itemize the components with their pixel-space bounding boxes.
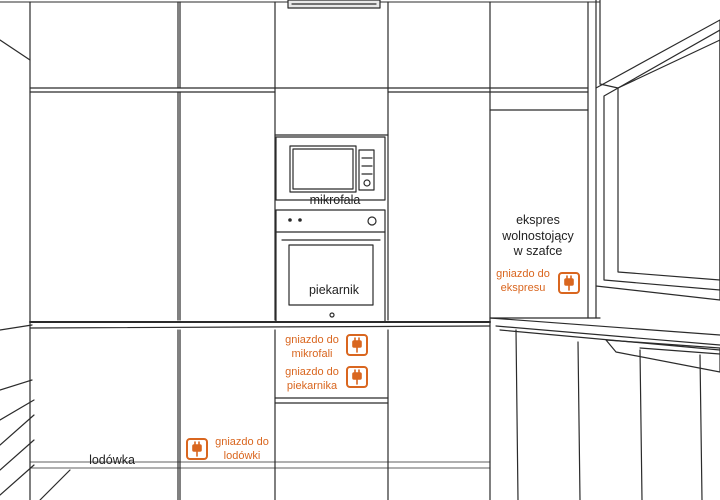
socket-mikrofala-line1: gniazdo do	[285, 334, 339, 346]
label-mikrofala: mikrofala	[309, 193, 361, 207]
power-plug-icon	[558, 272, 580, 294]
label-ekspres-line1: ekspres	[516, 213, 560, 227]
label-ekspres-line3: w szafce	[513, 244, 563, 259]
socket-label-ekspres: gniazdo do ekspresu	[490, 268, 556, 296]
socket-mikrofala-line2: mikrofali	[291, 347, 333, 360]
socket-lodowka-line1: gniazdo do	[215, 436, 269, 448]
label-ekspres-line2: wolnostojący	[502, 228, 574, 243]
power-plug-icon	[186, 438, 208, 460]
label-ekspres: ekspres wolnostojący w szafce	[494, 213, 582, 260]
socket-lodowka-line2: lodówki	[223, 449, 261, 462]
power-plug-icon	[346, 366, 368, 388]
label-lodowka: lodówka	[89, 453, 135, 467]
socket-ekspres-line1: gniazdo do	[496, 268, 550, 280]
label-piekarnik: piekarnik	[308, 283, 360, 297]
power-plug-icon	[346, 334, 368, 356]
socket-label-mikrofala: gniazdo do mikrofali	[282, 334, 342, 362]
socket-piekarnik-line1: gniazdo do	[285, 366, 339, 378]
socket-label-lodowka: gniazdo do lodówki	[212, 436, 272, 464]
socket-ekspres-line2: ekspresu	[500, 281, 546, 294]
socket-piekarnik-line2: piekarnika	[286, 379, 338, 392]
socket-label-piekarnik: gniazdo do piekarnika	[282, 366, 342, 394]
